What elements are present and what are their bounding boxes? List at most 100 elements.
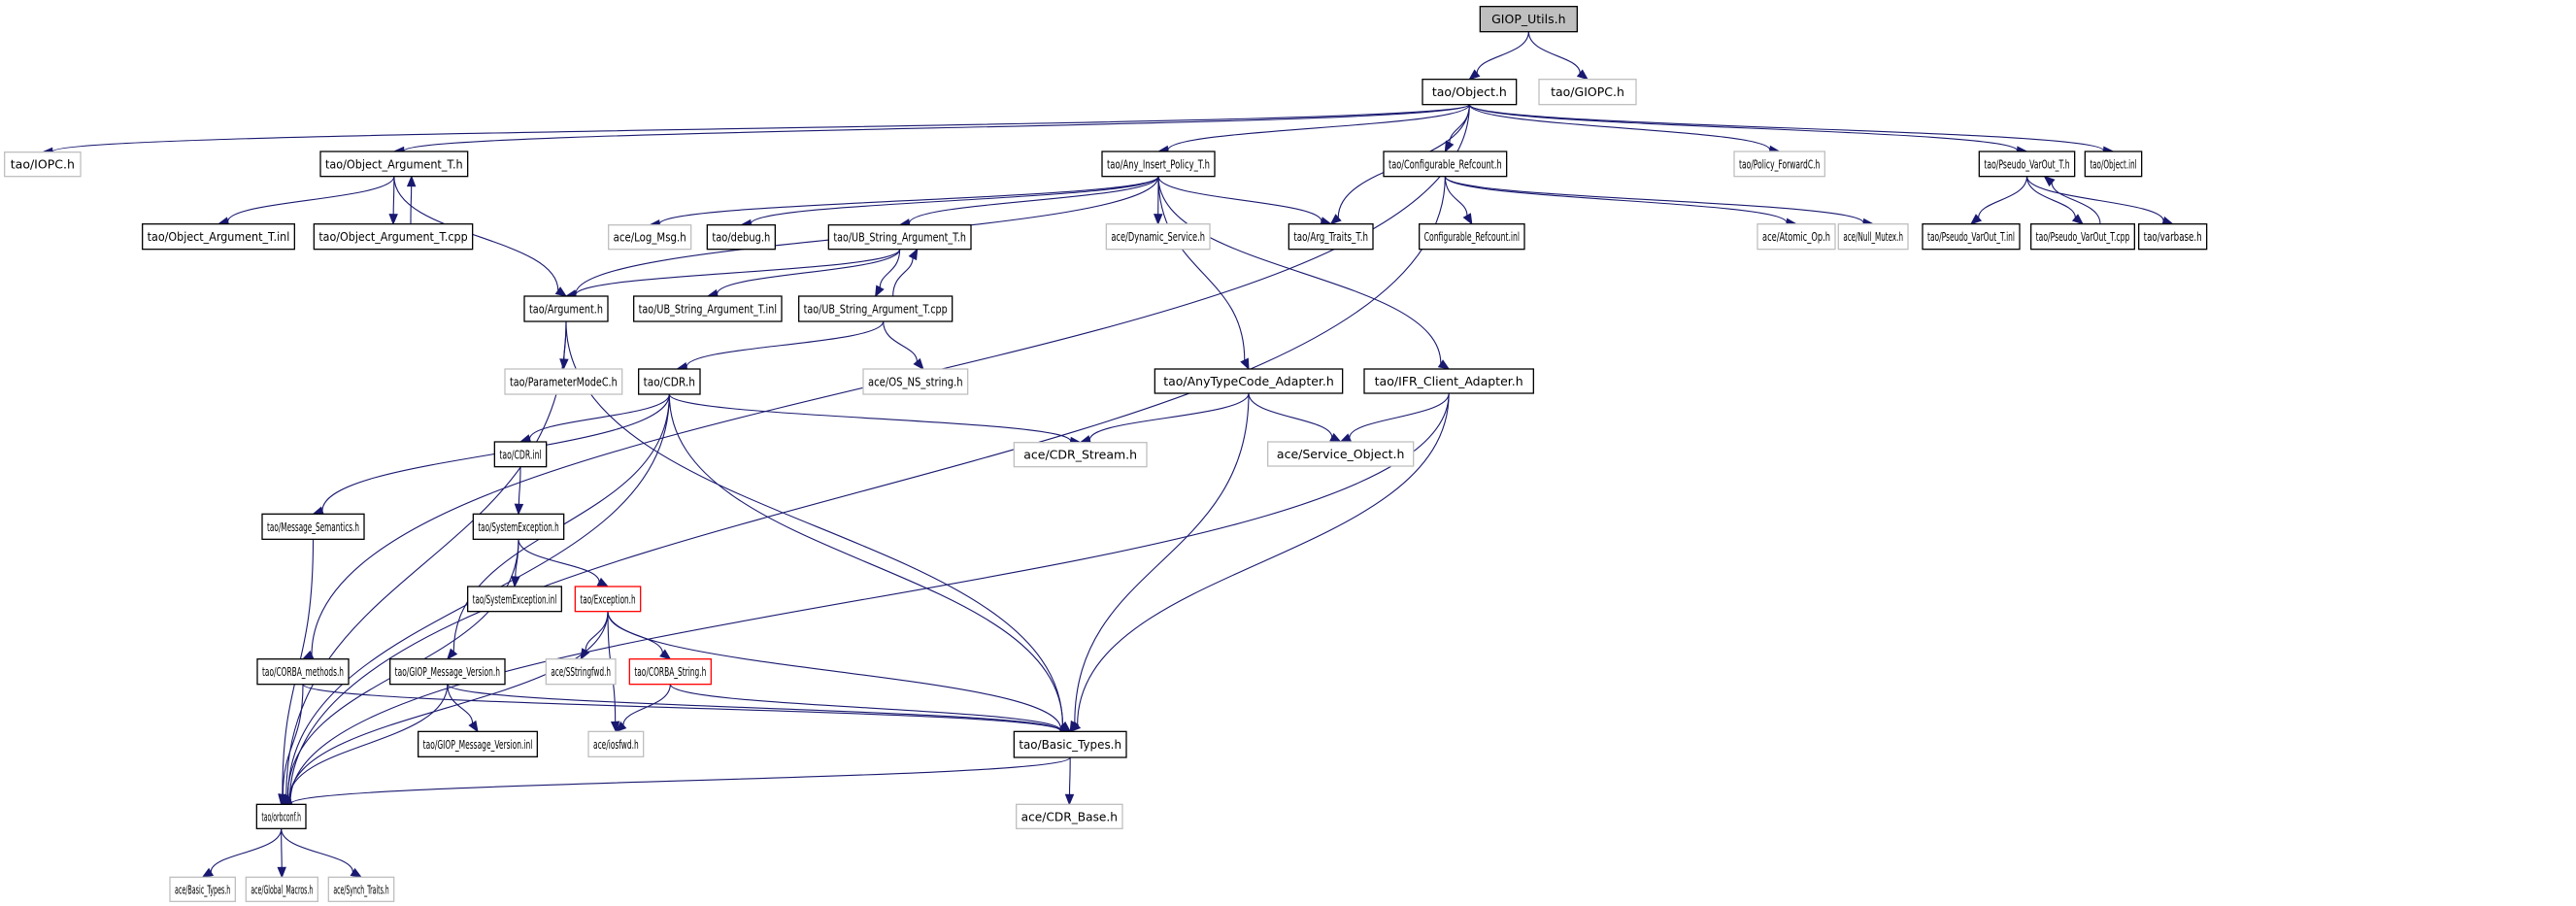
node-object-h[interactable]: tao/Object.h [1422, 79, 1518, 106]
node-label: tao/Exception.h [580, 591, 635, 606]
node-giop-message-version-h[interactable]: tao/GIOP_Message_Version.h [389, 658, 506, 686]
node-cdr-h[interactable]: tao/CDR.h [638, 368, 701, 395]
node-pseudo-varout-t-cpp[interactable]: tao/Pseudo_VarOut_T.cpp [2030, 223, 2135, 251]
edge-line [1157, 176, 1322, 222]
edge-line [686, 320, 885, 367]
node-label: tao/Arg_Traits_T.h [1293, 229, 1368, 244]
node-giop-message-version-inl[interactable]: tao/GIOP_Message_Version.inl [418, 730, 538, 757]
node-corba-methods-h[interactable]: tao/CORBA_methods.h [256, 658, 350, 686]
node-label: tao/Basic_Types.h [1019, 737, 1121, 752]
edge-line [289, 392, 1450, 802]
node-box [523, 295, 609, 322]
edge-line [281, 828, 354, 873]
node-ace-basic-types-h: ace/Basic_Types.h [169, 876, 236, 902]
node-exception-h[interactable]: tao/Exception.h [574, 586, 642, 613]
node-pseudo-varout-t-h[interactable]: tao/Pseudo_VarOut_T.h [1978, 151, 2076, 178]
edge-line [392, 176, 395, 215]
node-ifr-client-adapter-h[interactable]: tao/IFR_Client_Adapter.h [1363, 368, 1534, 394]
edge-line [1978, 176, 2028, 218]
edge-line [281, 828, 283, 868]
arrowhead-icon [511, 576, 520, 588]
node-object-inl[interactable]: tao/Object.inl [2084, 151, 2143, 178]
edge-line [227, 176, 395, 222]
arrowhead-icon [514, 503, 524, 516]
node-label: tao/varbase.h [2144, 229, 2202, 244]
node-configurable-refcount-inl[interactable]: Configurable_Refcount.inl [1419, 223, 1525, 251]
edge-ub_string_argument_t_cpp-to-os_ns_string_h [883, 320, 924, 371]
arrowhead-icon [913, 357, 924, 371]
edge-line [282, 684, 304, 795]
arrowhead-icon [1468, 69, 1481, 81]
node-any-insert-policy-t-h[interactable]: tao/Any_Insert_Policy_T.h [1101, 151, 1216, 178]
node-box [2030, 223, 2135, 251]
edge-line [1444, 176, 1468, 216]
node-sstringfwd-h: ace/SStringfwd.h [545, 658, 617, 686]
node-ub-string-argument-t-cpp[interactable]: tao/UB_String_Argument_T.cpp [798, 295, 953, 322]
node-box [2084, 151, 2143, 178]
edge-line [528, 393, 670, 440]
node-configurable-refcount-h[interactable]: tao/Configurable_Refcount.h [1383, 151, 1508, 178]
node-synch-traits-h: ace/Synch_Traits.h [327, 876, 395, 902]
node-object-argument-t-h[interactable]: tao/Object_Argument_T.h [319, 151, 469, 178]
node-cdr-inl[interactable]: tao/CDR.inl [493, 441, 548, 468]
node-label: tao/Any_Insert_Policy_T.h [1107, 156, 1210, 171]
node-debug-h[interactable]: tao/debug.h [706, 224, 776, 251]
node-label: tao/GIOP_Message_Version.inl [423, 737, 533, 752]
edge-object_h-to-policy_forwardc_h [1468, 104, 1781, 155]
node-varbase-h[interactable]: tao/varbase.h [2138, 223, 2208, 251]
node-anytypecode-adapter-h[interactable]: tao/AnyTypeCode_Adapter.h [1154, 368, 1344, 394]
node-label: tao/Object_Argument_T.cpp [318, 229, 467, 244]
node-box [862, 368, 969, 395]
node-object-argument-t-cpp[interactable]: tao/Object_Argument_T.cpp [313, 223, 474, 251]
edge-line [290, 756, 1071, 805]
node-box [467, 586, 562, 613]
node-box [1422, 79, 1518, 106]
edge-orbconf_h-to-ace_basic_types_h [201, 828, 283, 879]
edge-line [2025, 176, 2076, 218]
node-label: tao/orbconf.h [261, 809, 301, 823]
node-arg-traits-t-h[interactable]: tao/Arg_Traits_T.h [1288, 223, 1374, 251]
node-label: ace/Service_Object.h [1277, 447, 1405, 461]
node-giop-utils[interactable]: GIOP_Utils.h [1479, 6, 1578, 33]
node-parametermodec-h: tao/ParameterModeC.h [504, 368, 623, 395]
edge-ub_string_argument_t_h-to-ub_string_argument_t_inl [706, 249, 901, 299]
arrowhead-icon [1437, 359, 1451, 370]
node-message-semantics-h[interactable]: tao/Message_Semantics.h [261, 513, 365, 540]
node-pseudo-varout-t-inl[interactable]: tao/Pseudo_VarOut_T.inl [1922, 223, 2021, 251]
node-basic-types-h[interactable]: tao/Basic_Types.h [1013, 730, 1127, 758]
node-object-argument-t-inl[interactable]: tao/Object_Argument_T.inl [142, 223, 295, 251]
node-label: ace/Global_Macros.h [251, 882, 313, 896]
node-label: tao/IOPC.h [11, 157, 75, 172]
node-orbconf-h[interactable]: tao/orbconf.h [255, 803, 307, 829]
node-box [1837, 223, 1909, 251]
edge-object_argument_t_cpp-to-object_argument_t_h [406, 175, 417, 224]
edge-line [1444, 176, 1788, 223]
edge-cdr_inl-to-systemexception_h [514, 466, 524, 516]
node-systemexception-h[interactable]: tao/SystemException.h [472, 513, 565, 540]
edge-line [883, 320, 918, 362]
node-argument-h[interactable]: tao/Argument.h [523, 295, 609, 322]
edge-line [1444, 176, 1864, 224]
node-ub-string-argument-t-h[interactable]: tao/UB_String_Argument_T.h [827, 224, 972, 251]
node-label: tao/ParameterModeC.h [510, 375, 618, 389]
edge-exception_h-to-orbconf_h [280, 611, 609, 806]
node-ub-string-argument-t-inl[interactable]: tao/UB_String_Argument_T.inl [633, 295, 783, 322]
node-label: tao/Pseudo_VarOut_T.h [1984, 156, 2069, 171]
arrowhead-icon [1444, 140, 1455, 153]
node-corba-string-h[interactable]: tao/CORBA_String.h [628, 658, 712, 686]
node-os-ns-string-h: ace/OS_NS_string.h [862, 368, 969, 395]
edge-line [879, 249, 901, 288]
node-label: tao/CORBA_String.h [634, 664, 706, 679]
node-box [319, 151, 469, 178]
arrowhead-icon [554, 286, 568, 297]
edge-line [1248, 392, 1333, 438]
arrowhead-icon [1240, 357, 1250, 371]
node-systemexception-inl[interactable]: tao/SystemException.inl [467, 586, 562, 613]
edge-any_insert_policy_t_h-to-arg_traits_t_h [1157, 176, 1332, 226]
edge-cdr_h-to-message_semantics_h [312, 393, 670, 516]
arrowhead-icon [1153, 214, 1163, 226]
node-log-msg-h: ace/Log_Msg.h [608, 224, 692, 251]
node-cdr-base-h: ace/CDR_Base.h [1016, 803, 1123, 829]
node-box [169, 876, 236, 902]
